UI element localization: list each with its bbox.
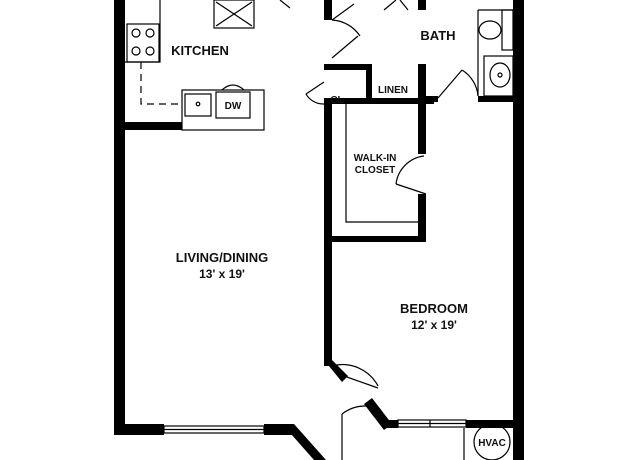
kitchen-label: KITCHEN <box>171 43 229 58</box>
toilet-icon <box>478 20 502 40</box>
dishwasher-icon <box>215 91 251 119</box>
refrigerator-icon <box>213 0 255 29</box>
cl-label: CL <box>330 95 343 106</box>
tub-icon <box>501 9 514 51</box>
hvac-icon <box>473 423 511 460</box>
linen-label: LINEN <box>378 85 408 96</box>
windows <box>163 419 467 434</box>
room-labels: KITCHEN BATH CL LINEN WALK-IN CLOSET LIV… <box>171 28 468 332</box>
walkin-closet-label-line1: WALK-IN <box>354 153 397 164</box>
living-dining-size: 13' x 19' <box>199 267 245 281</box>
living-dining-label: LIVING/DINING <box>176 250 268 265</box>
walls <box>114 0 524 460</box>
dishwasher-label: DW <box>225 101 242 112</box>
closet-shelving <box>345 104 418 223</box>
sink-icon <box>184 93 212 117</box>
angled-walls <box>284 360 392 460</box>
bath-sink-icon <box>489 62 511 88</box>
bath-label: BATH <box>420 28 455 43</box>
bedroom-size: 12' x 19' <box>411 318 457 332</box>
kitchen-fixtures: DW <box>125 0 291 131</box>
hvac-label: HVAC <box>478 438 506 449</box>
hvac-unit: HVAC <box>463 423 511 460</box>
stove-icon <box>126 23 160 63</box>
doors <box>305 0 479 460</box>
bath-fixtures <box>477 9 514 97</box>
bedroom-label: BEDROOM <box>400 301 468 316</box>
walkin-closet-label-line2: CLOSET <box>355 165 396 176</box>
